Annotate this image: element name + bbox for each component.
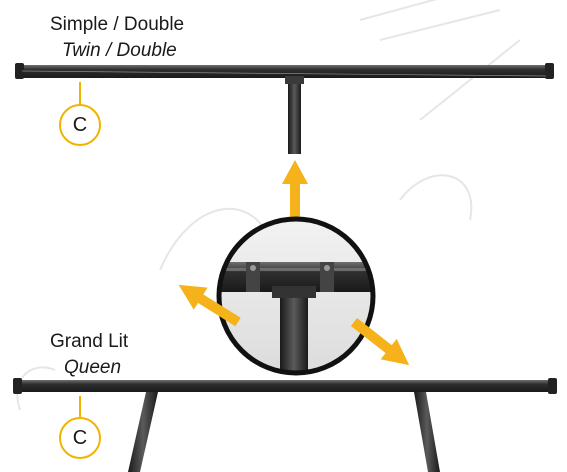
queen-subtitle: Queen <box>64 357 122 378</box>
bottom-part-badge: C <box>59 417 101 459</box>
twin-double-rail <box>15 63 554 154</box>
arrow-down-right-icon <box>350 318 410 366</box>
twin-double-subtitle: Twin / Double <box>62 40 177 61</box>
watermark <box>16 0 521 411</box>
magnifier-detail-icon <box>216 216 376 376</box>
arrow-down-left-icon <box>178 284 241 327</box>
top-part-badge: C <box>59 104 101 146</box>
queen-rail <box>13 378 557 472</box>
twin-double-title: Simple / Double <box>50 14 185 35</box>
queen-title: Grand Lit <box>50 331 129 352</box>
arrow-up-icon <box>282 160 308 230</box>
